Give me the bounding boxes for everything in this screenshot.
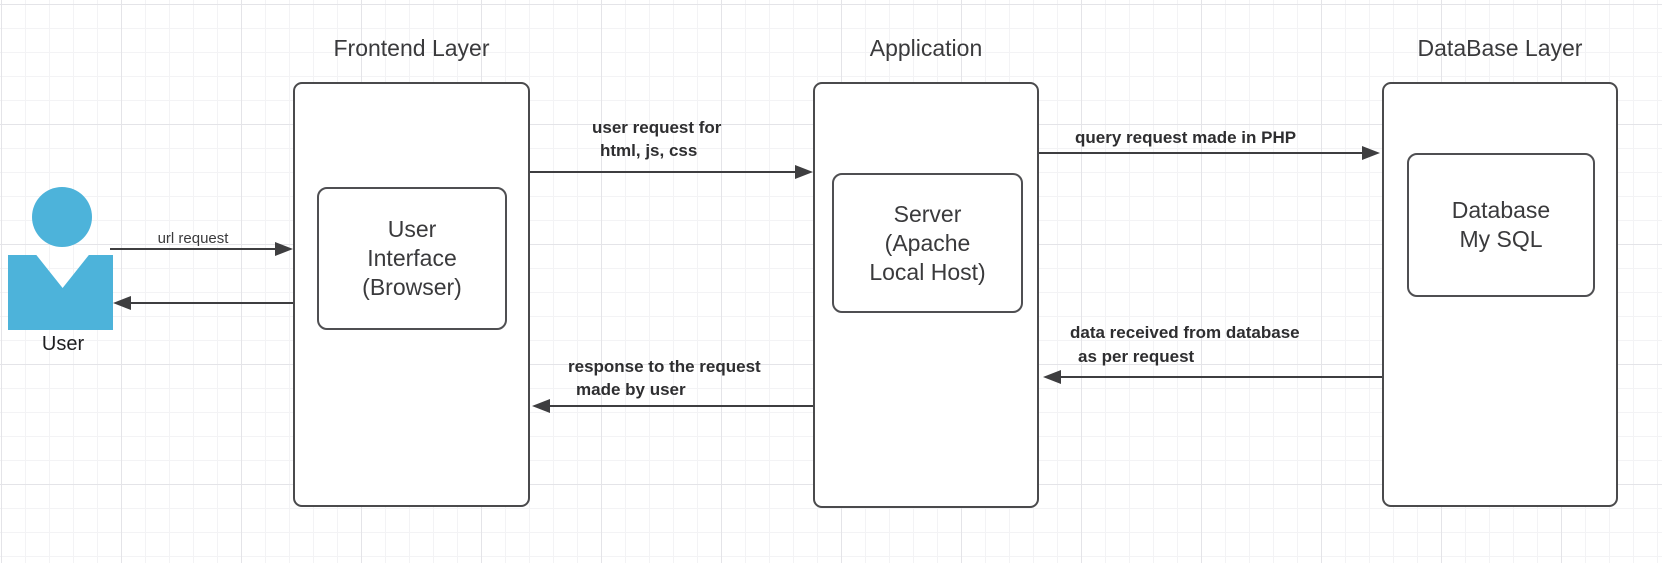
data-received-label-line: as per request <box>1078 347 1195 366</box>
user-request-label-line: html, js, css <box>600 141 698 160</box>
database-node: Database My SQL <box>1407 153 1595 297</box>
url-request-label: url request <box>157 230 229 247</box>
server-node: Server (Apache Local Host) <box>832 173 1023 313</box>
user-request-label: user request for html, js, css <box>592 116 721 162</box>
query-request-arrowhead-icon <box>1362 146 1380 160</box>
response-label: response to the request made by user <box>568 355 761 401</box>
data-received-arrowhead-icon <box>1043 370 1061 384</box>
query-request-label-line: query request made in PHP <box>1075 128 1297 147</box>
response-arrow-line <box>550 405 813 407</box>
server-node-line: (Apache <box>884 229 971 256</box>
data-received-label-line: data received from database <box>1070 323 1300 342</box>
query-request-arrow-line <box>1039 152 1362 154</box>
user-interface-node-line: (Browser) <box>362 274 462 300</box>
browser-to-user-arrowhead-icon <box>113 296 131 310</box>
response-arrowhead-icon <box>532 399 550 413</box>
server-node-line: Server <box>893 200 962 227</box>
user-request-arrow-line <box>530 171 795 173</box>
response-label-line: response to the request <box>568 357 761 376</box>
server-node-line: Local Host) <box>869 258 986 285</box>
database-node-line: Database <box>1451 197 1551 223</box>
user-interface-node-line: User <box>387 216 437 242</box>
user-head-icon <box>32 187 92 247</box>
database-layer-title: DataBase Layer <box>1417 35 1583 61</box>
user-body-icon <box>8 255 113 330</box>
database-node-line: My SQL <box>1459 226 1543 252</box>
user-request-label-line: user request for <box>592 118 722 137</box>
user-request-arrowhead-icon <box>795 165 813 179</box>
query-request-label: query request made in PHP <box>1075 126 1296 149</box>
user-interface-node: User Interface (Browser) <box>317 187 507 330</box>
url-request-arrowhead-icon <box>275 242 293 256</box>
data-received-label: data received from database as per reque… <box>1070 321 1300 369</box>
application-title: Application <box>869 35 983 61</box>
browser-to-user-arrow-line <box>131 302 293 304</box>
url-request-arrow-line <box>110 248 276 250</box>
data-received-arrow-line <box>1061 376 1382 378</box>
user-interface-node-line: Interface <box>367 245 457 271</box>
frontend-layer-title: Frontend Layer <box>333 35 490 61</box>
user-label: User <box>41 333 85 355</box>
response-label-line: made by user <box>576 380 686 399</box>
